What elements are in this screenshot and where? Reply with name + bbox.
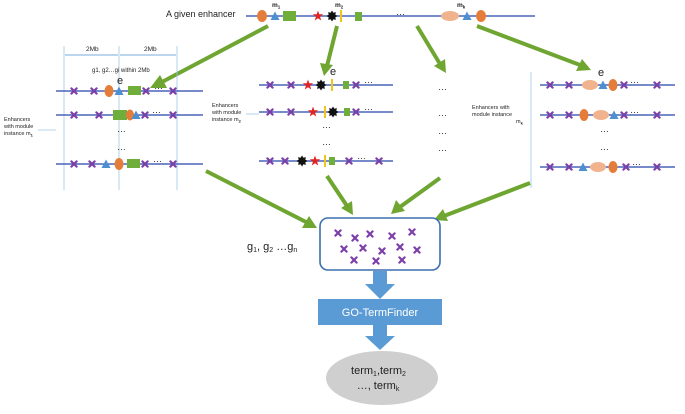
peach-oval-icon xyxy=(593,110,609,120)
right-panel-caption: Enhancers with module instance mk xyxy=(472,105,524,126)
module-m2-label: m2 xyxy=(335,2,344,10)
row-dots: … xyxy=(357,151,366,161)
yellow-bar-icon xyxy=(324,155,326,167)
row-dots: … xyxy=(364,102,373,112)
peach-oval-icon xyxy=(582,80,598,90)
orange-oval-icon xyxy=(114,158,124,170)
enhancer-e-label: e xyxy=(598,67,604,79)
col-dots: … xyxy=(322,120,331,130)
mid-row-3: … xyxy=(259,151,393,167)
mid-row-2: … xyxy=(259,102,393,118)
go-termfinder-box xyxy=(318,299,442,325)
between-dots: … xyxy=(438,82,447,92)
peach-oval-icon xyxy=(441,11,459,21)
yellow-bar-icon xyxy=(324,106,326,118)
top-dots: … xyxy=(396,7,405,17)
down-arrow-icon xyxy=(365,284,395,299)
result-ellipse xyxy=(326,351,438,405)
module-m1-label: m1 xyxy=(272,2,281,10)
go-termfinder-label: GO-TermFinder xyxy=(342,307,419,319)
left-panel: 2Mb 2Mb g1, g2…gi within 2Mb e … … … xyxy=(3,46,203,190)
left-row-2: … xyxy=(56,105,203,121)
green-rect-icon xyxy=(343,81,349,89)
enhancer-e-label: e xyxy=(330,66,336,78)
orange-oval-icon xyxy=(476,10,486,22)
left-row-1: … xyxy=(56,81,203,97)
row-dots: … xyxy=(364,75,373,85)
black-burst-icon xyxy=(296,155,308,167)
mid-panel-caption: Enhancers with module instance m2 xyxy=(211,103,243,124)
green-rect-icon xyxy=(283,11,296,21)
green-rect-icon xyxy=(127,159,140,168)
row-dots: … xyxy=(153,154,162,164)
between-dots: … xyxy=(438,108,447,118)
red-star-icon xyxy=(312,10,324,21)
row-dots: … xyxy=(630,75,639,85)
red-star-icon xyxy=(302,79,314,90)
green-rect-icon xyxy=(344,108,350,116)
row-dots: … xyxy=(152,105,161,115)
col-dots: … xyxy=(117,142,126,152)
right-row-2: … xyxy=(540,105,675,121)
gene-collector-box xyxy=(319,217,441,271)
green-rect-icon xyxy=(355,12,362,21)
span-right-label: 2Mb xyxy=(144,46,157,53)
orange-oval-icon xyxy=(257,10,267,22)
enhancer-e-label: e xyxy=(117,75,123,87)
peach-oval-icon xyxy=(590,162,606,172)
top-enhancer-title: A given enhancer xyxy=(166,9,236,19)
down-arrows xyxy=(365,271,395,350)
result-terms-text: term1,term2 …, termk xyxy=(351,365,409,393)
col-dots: … xyxy=(600,142,609,152)
module-mk-label: mk xyxy=(457,2,466,10)
orange-oval-icon xyxy=(579,109,589,121)
middle-panel: e … … … … xyxy=(211,66,393,167)
mid-row-1: … xyxy=(259,75,393,91)
between-dots: … xyxy=(438,143,447,153)
orange-oval-icon xyxy=(104,85,114,97)
left-panel-caption: Enhancers with module instance m1 xyxy=(3,117,35,138)
col-dots: … xyxy=(322,137,331,147)
right-row-1: … xyxy=(540,75,675,91)
green-rect-icon xyxy=(113,110,127,120)
between-dots: … xyxy=(438,126,447,136)
gene-collector: g1, g2 …gn xyxy=(247,217,441,271)
row-dots: … xyxy=(630,105,639,115)
col-dots: … xyxy=(600,124,609,134)
top-enhancer: A given enhancer … m1 m2 mk xyxy=(166,2,535,22)
span-left-label: 2Mb xyxy=(86,46,99,53)
orange-oval-icon xyxy=(608,161,618,173)
yellow-bar-icon xyxy=(331,79,333,91)
row-dots: … xyxy=(154,81,163,91)
orange-oval-icon xyxy=(126,109,134,121)
down-arrow-icon xyxy=(365,336,395,350)
gene-set-label: g1, g2 …gn xyxy=(247,241,297,254)
left-row-3: … xyxy=(56,154,203,170)
right-row-3: … xyxy=(540,157,675,173)
go-termfinder: GO-TermFinder xyxy=(318,299,442,325)
green-rect-icon xyxy=(329,157,335,165)
red-star-icon xyxy=(309,155,321,166)
col-dots: … xyxy=(117,124,126,134)
flow-arrows xyxy=(150,24,591,228)
genes-window-note: g1, g2…gi within 2Mb xyxy=(92,68,150,74)
red-star-icon xyxy=(307,106,319,117)
green-rect-icon xyxy=(128,86,141,95)
black-burst-icon xyxy=(327,106,339,118)
orange-oval-icon xyxy=(608,79,618,91)
yellow-bar-icon xyxy=(340,10,342,22)
right-panel: e … … … … xyxy=(472,67,675,188)
black-burst-icon xyxy=(326,10,338,22)
black-burst-icon xyxy=(315,79,327,91)
result-terms: term1,term2 …, termk xyxy=(326,351,438,405)
ellipsis-column: … … … … xyxy=(438,82,447,153)
row-dots: … xyxy=(632,157,641,167)
